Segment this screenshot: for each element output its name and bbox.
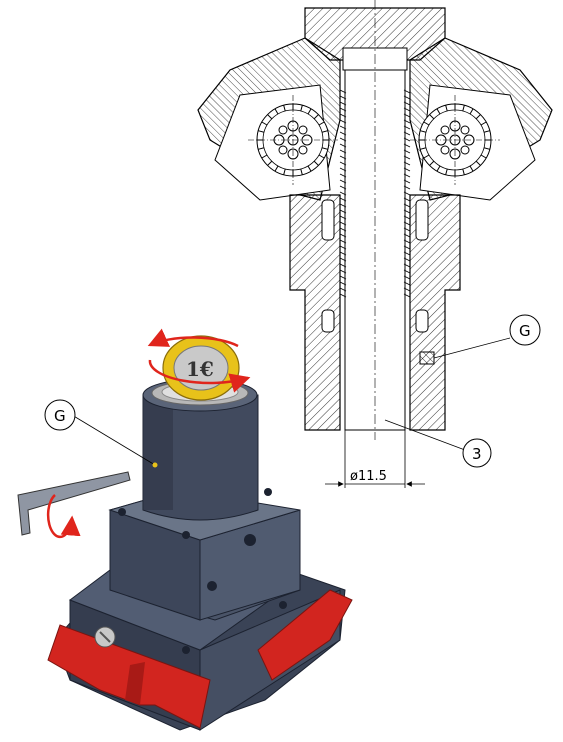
key-rotate-arrow-icon — [46, 494, 81, 539]
euro-coin-icon: 1€ — [162, 335, 240, 401]
callout-3-label: 3 — [472, 445, 482, 463]
coin-label: 1€ — [186, 357, 214, 381]
diameter-label: ø11.5 — [350, 469, 387, 484]
hex-key-icon — [17, 471, 131, 536]
rotate-arrow-icon — [147, 328, 251, 393]
section-right-body — [409, 194, 461, 431]
callout-g-product-label: G — [54, 407, 66, 425]
callout-g-section-circle — [509, 314, 541, 346]
left-gear — [248, 95, 338, 185]
set-screw-g — [419, 351, 435, 365]
cross-section: ø11.5 3 G — [197, 0, 553, 488]
section-left-body — [289, 194, 341, 431]
callout-g-product-circle — [44, 399, 76, 431]
callout-g-section-label: G — [519, 322, 531, 340]
callout-3-circle — [462, 438, 492, 468]
product-illustration: 1€ G — [17, 328, 353, 731]
right-gear — [410, 95, 500, 185]
right-red-guard — [257, 589, 353, 681]
